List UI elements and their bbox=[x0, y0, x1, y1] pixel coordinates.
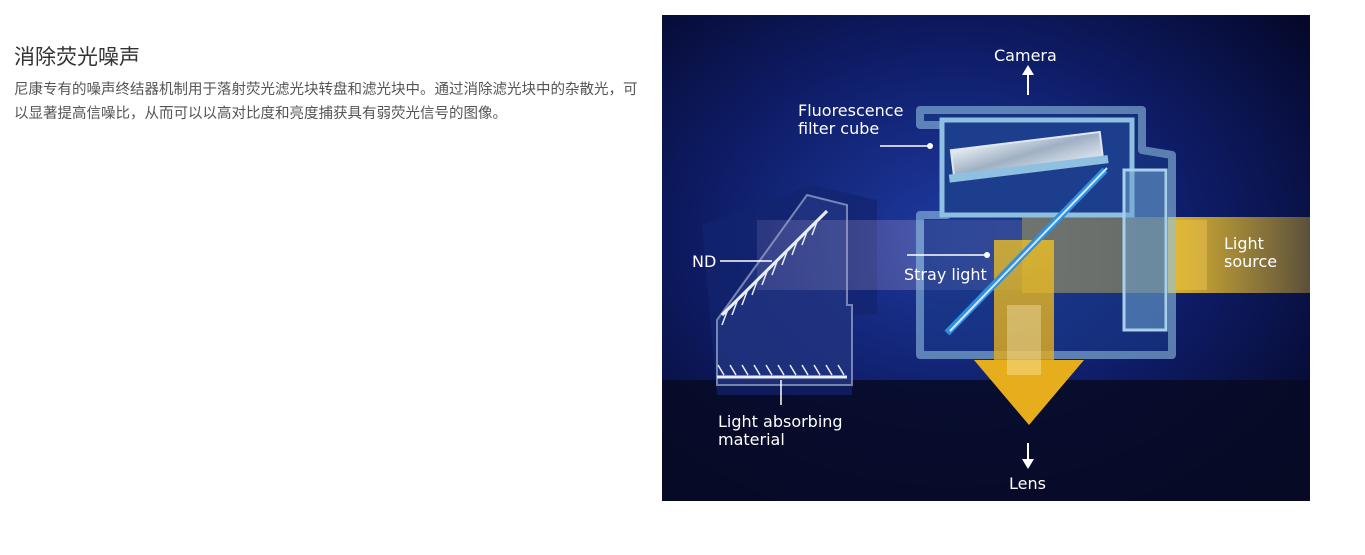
section-heading: 消除荧光噪声 bbox=[14, 45, 140, 69]
emission-filter bbox=[948, 130, 1109, 183]
label-lens: Lens bbox=[1009, 474, 1046, 493]
lens-arrow-head bbox=[974, 360, 1084, 425]
absorbing-material-hatching bbox=[717, 364, 845, 376]
beam-highlight bbox=[1007, 305, 1041, 375]
article-section: 消除荧光噪声 尼康专有的噪声终结器机制用于落射荧光滤光块转盘和滤光块中。通过消除… bbox=[14, 42, 639, 126]
nd-filter bbox=[720, 209, 829, 317]
camera-arrow-icon bbox=[1022, 65, 1034, 75]
nd-filter-hatching bbox=[721, 218, 819, 326]
label-camera: Camera bbox=[994, 46, 1057, 65]
label-light-source-line2: source bbox=[1224, 252, 1277, 271]
dichroic-mirror-highlight bbox=[949, 167, 1108, 332]
label-nd: ND bbox=[692, 252, 716, 271]
noise-terminator-diagram: Camera Fluorescence filter cube ND Stray… bbox=[662, 15, 1310, 501]
diagram-svg: Camera Fluorescence filter cube ND Stray… bbox=[662, 15, 1310, 501]
excitation-filter-frame bbox=[1122, 168, 1168, 332]
label-filter-cube-line1: Fluorescence bbox=[798, 101, 903, 120]
label-filter-cube-line2: filter cube bbox=[798, 119, 879, 138]
lens-arrow-icon bbox=[1022, 459, 1034, 469]
stray-light-leader-dot bbox=[984, 252, 990, 258]
label-absorbing-line1: Light absorbing bbox=[718, 412, 843, 431]
excitation-filter bbox=[1124, 170, 1166, 330]
label-absorbing-line2: material bbox=[718, 430, 785, 449]
label-light-source-line1: Light bbox=[1224, 234, 1264, 253]
filter-cube-leader-dot bbox=[927, 143, 933, 149]
label-stray-light: Stray light bbox=[904, 265, 987, 284]
emission-beam bbox=[994, 240, 1054, 380]
dark-floor bbox=[662, 380, 1310, 501]
section-description: 尼康专有的噪声终结器机制用于落射荧光滤光块转盘和滤光块中。通过消除滤光块中的杂散… bbox=[14, 82, 638, 122]
